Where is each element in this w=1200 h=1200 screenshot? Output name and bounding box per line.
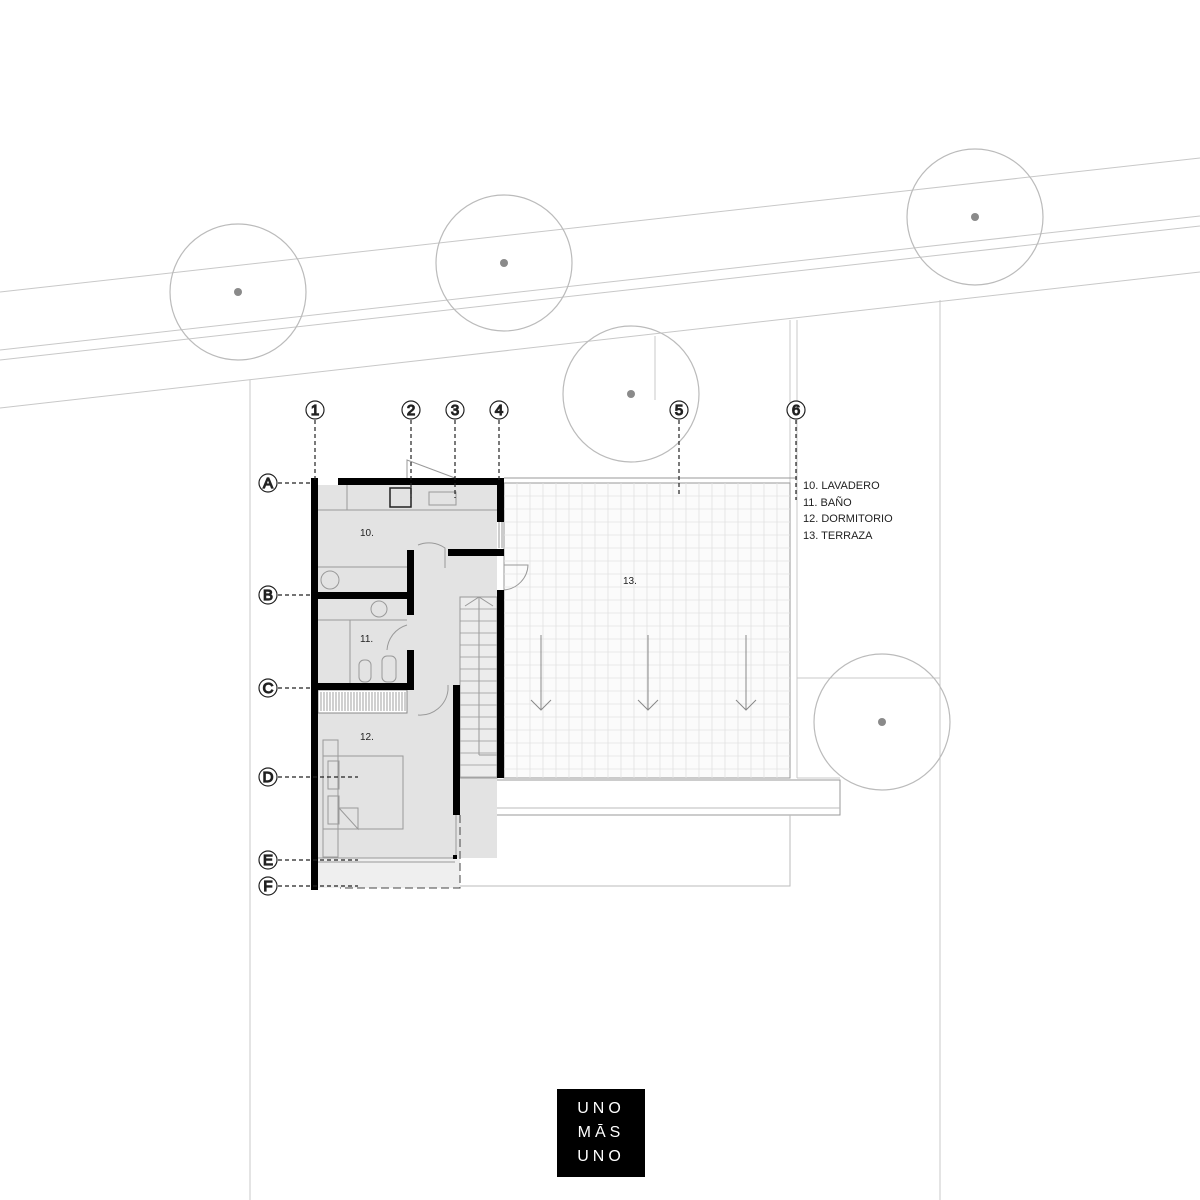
logo: UNO MĀS UNO <box>557 1089 645 1177</box>
svg-text:3: 3 <box>451 402 459 419</box>
room-label-13: 13. <box>623 576 637 587</box>
floors <box>317 459 529 889</box>
axis-row-f: F <box>258 876 278 896</box>
room-label-11: 11. <box>360 634 373 645</box>
axis-row-e: E <box>258 850 278 870</box>
walls <box>311 478 504 890</box>
tree-icon <box>169 223 307 361</box>
logo-line: MĀS <box>577 1124 625 1141</box>
tree-icon <box>562 325 700 463</box>
axis-column-2: 2 <box>401 400 421 420</box>
axis-column-6: 6 <box>786 400 806 420</box>
svg-text:5: 5 <box>675 402 683 419</box>
legend-item: 13. TERRAZA <box>803 529 873 542</box>
site-lines <box>0 157 1200 1200</box>
axis-row-a: A <box>258 473 278 493</box>
legend-item: 10. LAVADERO <box>803 480 880 492</box>
svg-text:2: 2 <box>407 402 415 419</box>
axis-row-b: B <box>258 585 278 605</box>
legend-item: 11. BAÑO <box>803 496 852 509</box>
axis-row-d: D <box>258 767 278 787</box>
svg-text:A: A <box>263 475 273 492</box>
logo-line: UNO <box>577 1148 625 1165</box>
svg-text:E: E <box>263 852 273 869</box>
tree-icon <box>813 653 951 791</box>
svg-text:6: 6 <box>792 402 800 419</box>
room-legend: 10. LAVADERO 11. BAÑO 12. DORMITORIO 13.… <box>803 478 893 544</box>
axis-row-c: C <box>258 678 278 698</box>
room-label-12: 12. <box>360 732 374 743</box>
svg-text:F: F <box>263 878 272 895</box>
svg-text:D: D <box>263 769 274 786</box>
tree-icon <box>435 194 573 332</box>
svg-text:B: B <box>263 587 273 604</box>
room-label-10: 10. <box>360 528 374 539</box>
tree-icon <box>906 148 1044 286</box>
svg-text:C: C <box>263 680 274 697</box>
axis-column-1: 1 <box>305 400 325 420</box>
logo-line: UNO <box>577 1100 625 1117</box>
axis-column-5: 5 <box>669 400 689 420</box>
slope-arrows <box>530 635 757 711</box>
svg-text:1: 1 <box>311 402 319 419</box>
grid-axes <box>278 420 797 887</box>
axis-column-4: 4 <box>489 400 509 420</box>
legend-item: 12. DORMITORIO <box>803 513 893 525</box>
trees <box>169 148 1044 791</box>
svg-text:4: 4 <box>495 402 503 419</box>
terrace <box>459 477 841 887</box>
axis-column-3: 3 <box>445 400 465 420</box>
